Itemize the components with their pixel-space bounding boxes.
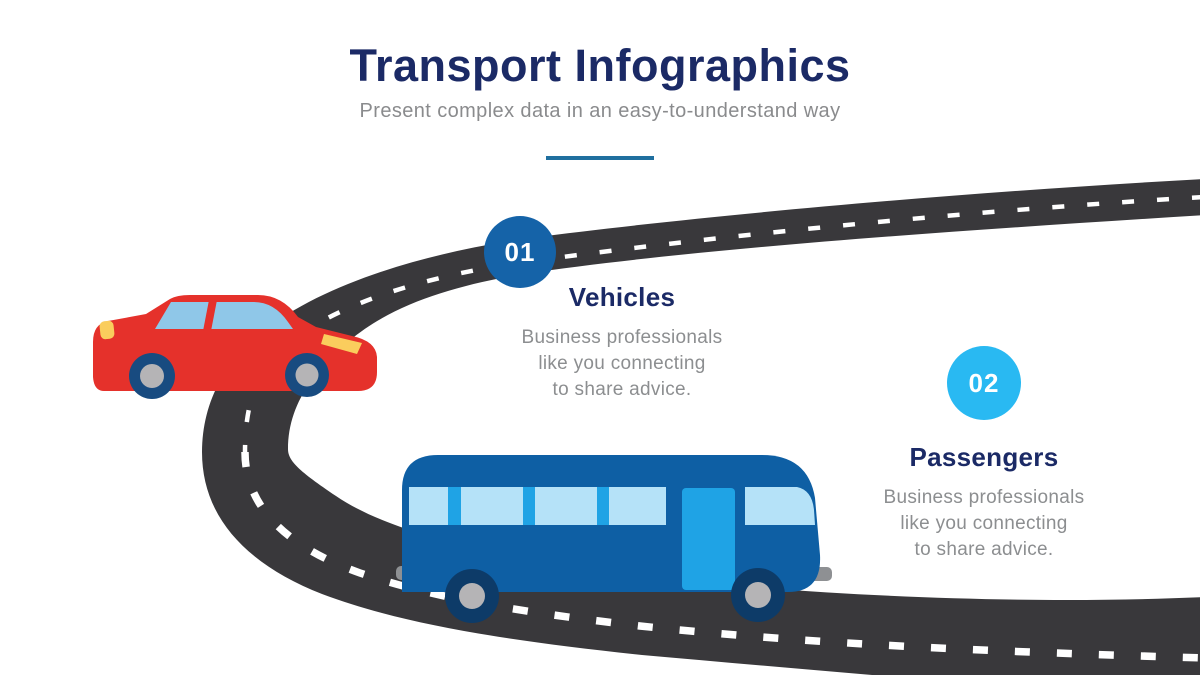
step-description-line: like you connecting (900, 513, 1068, 534)
car-rear-wheel-hub (140, 364, 164, 388)
bus-window-separator (448, 487, 461, 525)
step-description-line: Business professionals (883, 487, 1085, 508)
car-front-wheel-hub (295, 363, 319, 387)
step-number: 01 (504, 236, 536, 267)
step-title: Vehicles (568, 282, 676, 312)
car-headlight (321, 334, 362, 354)
bus-door (682, 488, 735, 590)
bus-window-separator (597, 487, 609, 525)
road-shape (202, 179, 1200, 675)
bus-windshield (745, 487, 815, 525)
page-subtitle: Present complex data in an easy-to-under… (359, 99, 841, 122)
step-block-vehicles: Vehicles Business professionals like you… (472, 282, 772, 403)
bus-front-wheel-hub (745, 582, 771, 608)
step-number: 02 (968, 367, 1000, 398)
step-description-line: to share advice. (552, 379, 692, 400)
step-circle-02: 02 (947, 346, 1021, 420)
bus-illustration (396, 455, 832, 623)
step-description-line: Business professionals (521, 327, 723, 348)
step-title: Passengers (909, 442, 1059, 472)
step-description-line: like you connecting (538, 353, 706, 374)
page-title: Transport Infographics (349, 40, 851, 91)
step-description-line: to share advice. (914, 539, 1054, 560)
bus-window-separator (523, 487, 535, 525)
step-block-passengers: Passengers Business professionals like y… (834, 442, 1134, 563)
car-illustration (93, 295, 377, 399)
road-dash-line-bottom (241, 451, 1200, 662)
car-window-pillar (203, 300, 217, 331)
car-windows (155, 302, 293, 329)
bus-rear-wheel-hub (459, 583, 485, 609)
header-divider (546, 156, 654, 160)
bus-window-band (409, 487, 666, 525)
slide-header: Transport Infographics Present complex d… (0, 40, 1200, 123)
step-circle-01: 01 (484, 216, 556, 288)
car-taillight (99, 320, 115, 340)
